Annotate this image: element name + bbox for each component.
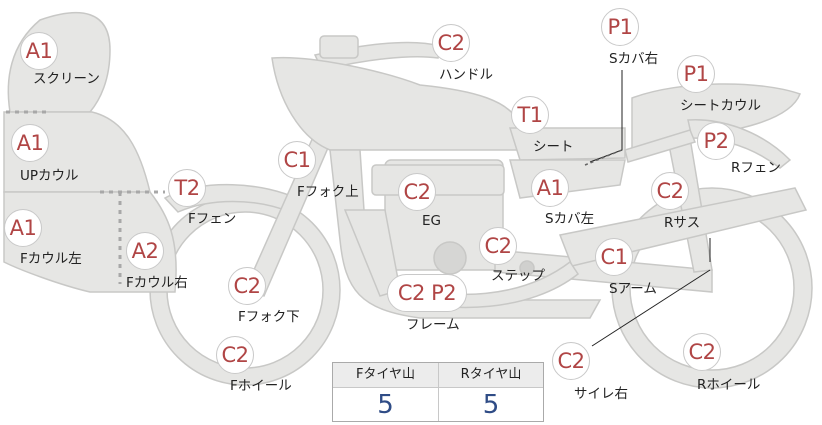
grade-badge-silencer-r: C2 xyxy=(552,342,590,380)
grade-badge-engine: C2 xyxy=(398,173,436,211)
grade-badge-r-fender: P2 xyxy=(697,122,735,160)
part-label-screen: スクリーン xyxy=(33,71,100,87)
grade-badge-step: C2 xyxy=(479,227,517,265)
part-label-engine: EG xyxy=(422,213,441,229)
grade-badge-r-wheel: C2 xyxy=(683,333,721,371)
part-label-f-fork-up: Fフォク上 xyxy=(297,184,359,200)
table-divider xyxy=(438,363,439,421)
part-label-handle: ハンドル xyxy=(439,67,493,83)
grade-badge-s-cover-l: A1 xyxy=(531,169,569,207)
grade-badge-seat-cowl: P1 xyxy=(677,55,715,93)
lower-cowl-shape xyxy=(3,191,177,293)
grade-badge-swingarm: C1 xyxy=(595,238,633,276)
grade-badge-up-cowl: A1 xyxy=(11,124,49,162)
part-label-up-cowl: UPカウル xyxy=(20,168,79,184)
tire-tread-table: Fタイヤ山 Rタイヤ山 5 5 xyxy=(332,362,544,422)
part-label-frame: フレーム xyxy=(406,317,460,333)
part-label-s-cover-l: Sカバ左 xyxy=(545,211,595,227)
grade-badge-frame: C2 P2 xyxy=(387,274,467,312)
part-label-f-cowl-l: Fカウル左 xyxy=(20,251,82,267)
part-label-r-wheel: Rホイール xyxy=(697,377,761,393)
grade-badge-f-fender: T2 xyxy=(168,169,206,207)
grade-badge-f-cowl-r: A2 xyxy=(126,232,164,270)
grade-badge-s-cover-r: P1 xyxy=(601,8,639,46)
part-label-f-cowl-r: Fカウル右 xyxy=(126,275,188,291)
rear-tire-header: Rタイヤ山 xyxy=(439,363,543,388)
steering-head xyxy=(319,35,359,59)
grade-badge-f-fork-up: C1 xyxy=(278,141,316,179)
part-label-r-fender: Rフェン xyxy=(731,160,781,176)
part-label-silencer-r: サイレ右 xyxy=(574,386,628,402)
grade-badge-screen: A1 xyxy=(20,32,58,70)
part-label-seat-cowl: シートカウル xyxy=(680,98,761,114)
grade-badge-r-sus: C2 xyxy=(651,172,689,210)
grade-badge-f-cowl-l: A1 xyxy=(4,209,42,247)
grade-badge-f-wheel: C2 xyxy=(216,336,254,374)
step-shape xyxy=(519,260,535,276)
engine-cylinder xyxy=(371,164,505,196)
rear-tire-value: 5 xyxy=(482,390,500,420)
grade-badge-handle: C2 xyxy=(432,24,470,62)
grade-badge-f-fork-low: C2 xyxy=(228,267,266,305)
part-label-swingarm: Sアーム xyxy=(609,281,657,297)
subframe-shape xyxy=(624,129,697,163)
grade-badge-seat: T1 xyxy=(511,96,549,134)
part-label-r-sus: Rサス xyxy=(664,215,701,231)
front-tire-header: Fタイヤ山 xyxy=(333,363,438,388)
part-label-f-wheel: Fホイール xyxy=(230,378,292,394)
fuel-tank-shape xyxy=(271,56,521,151)
front-tire-value: 5 xyxy=(377,390,394,420)
part-label-f-fender: Fフェン xyxy=(188,211,237,227)
seat-shape xyxy=(508,127,626,161)
part-label-f-fork-low: Fフォク下 xyxy=(238,309,300,325)
part-label-s-cover-r: Sカバ右 xyxy=(609,51,659,67)
engine-cover xyxy=(433,241,467,275)
part-label-seat: シート xyxy=(533,139,574,155)
part-label-step: ステップ xyxy=(491,268,545,284)
